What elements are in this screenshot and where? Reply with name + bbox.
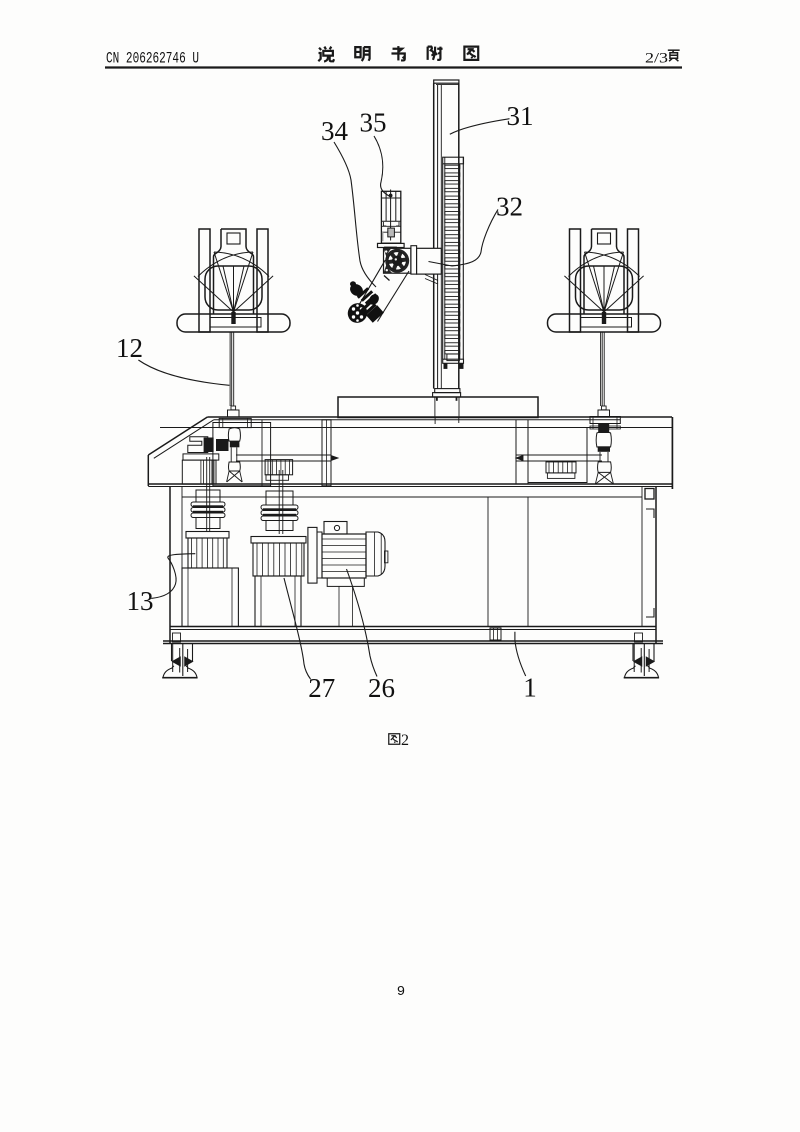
svg-text:31: 31 <box>507 101 534 131</box>
svg-text:34: 34 <box>321 116 349 146</box>
svg-text:2: 2 <box>401 732 409 749</box>
svg-text:35: 35 <box>360 108 387 138</box>
svg-text:12: 12 <box>116 333 143 363</box>
svg-text:9: 9 <box>397 984 405 1000</box>
svg-text:26: 26 <box>368 673 395 703</box>
svg-text:2/3: 2/3 <box>645 51 668 67</box>
svg-text:CN 206262746 U: CN 206262746 U <box>106 50 199 68</box>
svg-text:13: 13 <box>127 586 154 616</box>
svg-text:1: 1 <box>523 673 537 703</box>
svg-text:32: 32 <box>496 192 523 222</box>
svg-text:27: 27 <box>308 673 335 703</box>
